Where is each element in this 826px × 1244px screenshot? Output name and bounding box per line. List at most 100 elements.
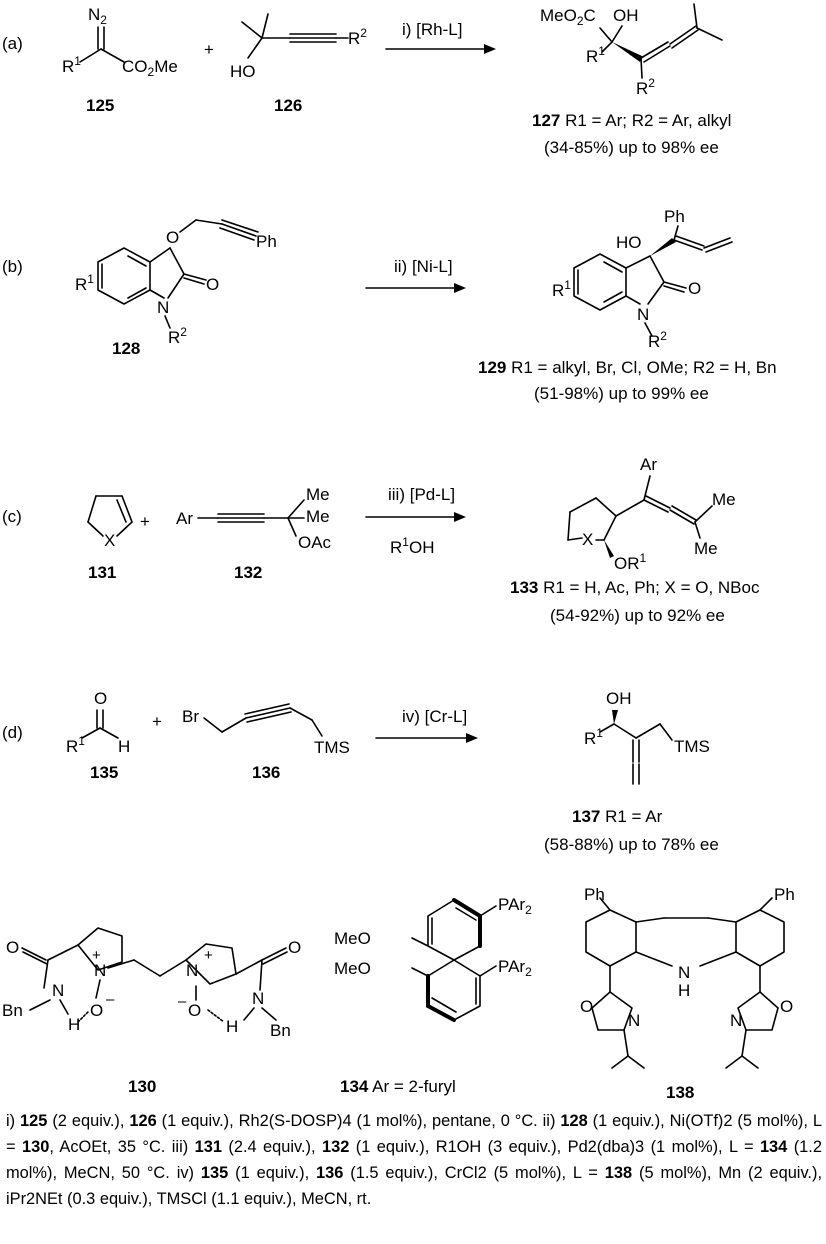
compound-132: Ar Me Me OAc 132 [176, 485, 332, 582]
svg-text:N: N [678, 963, 690, 982]
svg-text:–: – [106, 991, 115, 1008]
compound-135: O R1 H 135 [66, 689, 130, 782]
yield-c: (54-92%) up to 92% ee [550, 606, 725, 625]
svg-text:N: N [94, 961, 106, 980]
svg-text:CO2Me: CO2Me [122, 57, 178, 79]
compound-128: O N R2 R1 O Ph 128 [75, 219, 277, 358]
svg-text:O: O [288, 938, 301, 957]
svg-text:OR1: OR1 [614, 551, 647, 573]
product-133-desc: 133 R1 = H, Ac, Ph; X = O, NBoc [510, 578, 760, 597]
svg-text:R1: R1 [66, 734, 85, 756]
svg-text:Me: Me [694, 539, 718, 558]
svg-text:O: O [780, 997, 793, 1016]
svg-text:Me: Me [712, 490, 736, 509]
panel-b: (b) O N R2 R1 O Ph 128 [2, 207, 777, 403]
conditions-c: iii) [Pd-L] [388, 485, 455, 504]
svg-text:Me: Me [306, 507, 330, 526]
svg-text:MeO: MeO [334, 959, 371, 978]
svg-text:H: H [68, 1015, 80, 1034]
svg-text:R2: R2 [348, 26, 367, 48]
label-138: 138 [666, 1083, 694, 1100]
svg-text:Br: Br [182, 707, 199, 726]
plus-sign: + [204, 40, 214, 59]
svg-text:O: O [166, 228, 179, 247]
label-134: 134 Ar = 2-furyl [340, 1077, 456, 1096]
svg-text:Ph: Ph [664, 207, 685, 226]
svg-text:N: N [252, 989, 264, 1008]
yield-b: (51-98%) up to 99% ee [534, 384, 709, 403]
svg-text:O: O [188, 1001, 201, 1020]
svg-text:O: O [206, 275, 219, 294]
svg-text:N: N [730, 1011, 742, 1030]
svg-text:Ph: Ph [256, 232, 277, 251]
compound-127: MeO2C OH R1 R2 127 R1 = Ar; R2 = Ar, alk… [532, 3, 731, 157]
panel-b-label: (b) [2, 257, 23, 276]
plus-sign: + [140, 512, 150, 531]
svg-text:O: O [94, 689, 107, 708]
svg-text:–: – [178, 993, 187, 1010]
label-131: 131 [88, 563, 116, 582]
svg-text:Me: Me [306, 485, 330, 504]
svg-text:R2: R2 [648, 329, 667, 351]
ligand-130: N + O N Bn H O – N + O N Bn H O – [2, 927, 301, 1096]
reaction-conditions-footnote: i) 125 (2 equiv.), 126 (1 equiv.), Rh2(S… [6, 1112, 822, 1208]
yield-d: (58-88%) up to 78% ee [544, 835, 719, 854]
compound-129: O N R2 R1 HO Ph 129 R1 = alkyl, Br, Cl, … [478, 207, 777, 403]
svg-text:TMS: TMS [674, 737, 710, 756]
compound-125: N2 R1 CO2Me 125 [62, 5, 178, 115]
arrow-d: iv) [Cr-L] [375, 707, 478, 743]
compound-133: X OR1 Ar Me Me 133 R1 = H, Ac, Ph; X = O… [510, 455, 760, 625]
svg-text:R2: R2 [636, 76, 655, 98]
svg-text:N: N [628, 1011, 640, 1030]
arrow-c: iii) [Pd-L] R1OH [365, 485, 466, 557]
panel-d-label: (d) [2, 723, 23, 742]
svg-text:R1: R1 [62, 54, 81, 76]
panel-a: (a) N2 R1 CO2Me 125 + R2 HO 126 [2, 3, 731, 157]
svg-text:R1: R1 [586, 44, 605, 66]
panel-c-label: (c) [2, 507, 22, 526]
svg-text:PAr2: PAr2 [498, 895, 532, 917]
label-135: 135 [90, 763, 118, 782]
panel-a-label: (a) [2, 34, 23, 53]
svg-text:HO: HO [230, 62, 256, 81]
label-126: 126 [274, 96, 302, 115]
conditions-c2: R1OH [390, 535, 434, 557]
ligand-138: Ph Ph N H O N O N 138 [580, 885, 795, 1100]
svg-text:Ar: Ar [640, 455, 657, 474]
conditions-b: ii) [Ni-L] [394, 257, 453, 276]
conditions-a: i) [Rh-L] [402, 20, 462, 39]
compound-136: Br TMS 136 [182, 703, 350, 782]
svg-text:X: X [104, 531, 115, 550]
reaction-scheme: (a) N2 R1 CO2Me 125 + R2 HO 126 [2, 3, 795, 1100]
product-137-desc: 137 R1 = Ar [572, 807, 663, 826]
svg-text:H: H [226, 1017, 238, 1036]
svg-text:N2: N2 [88, 5, 107, 27]
yield-a: (34-85%) up to 98% ee [544, 138, 719, 157]
svg-text:N: N [186, 961, 198, 980]
panel-d: (d) O R1 H 135 + Br TMS 136 iv) [2, 689, 719, 854]
svg-text:X: X [582, 530, 593, 549]
svg-text:OH: OH [606, 689, 632, 708]
ligand-134: PAr2 MeO PAr2 MeO 134 Ar = 2-furyl [334, 895, 532, 1096]
arrow-b: ii) [Ni-L] [365, 257, 466, 293]
svg-text:TMS: TMS [314, 738, 350, 757]
compound-131: X 131 [87, 495, 133, 582]
svg-text:Bn: Bn [270, 1021, 291, 1040]
svg-text:+: + [92, 947, 101, 964]
svg-text:Ph: Ph [584, 885, 605, 904]
panel-c: (c) X 131 + Ar Me Me OAc 132 [2, 455, 760, 625]
svg-text:HO: HO [616, 233, 642, 252]
svg-text:N: N [637, 305, 649, 324]
svg-text:PAr2: PAr2 [498, 957, 532, 979]
svg-text:Ar: Ar [176, 509, 193, 528]
svg-text:R1: R1 [75, 272, 94, 294]
product-129-desc: 129 R1 = alkyl, Br, Cl, OMe; R2 = H, Bn [478, 358, 777, 377]
svg-text:N: N [157, 298, 169, 317]
svg-text:N: N [52, 981, 64, 1000]
label-130: 130 [128, 1077, 156, 1096]
svg-text:H: H [118, 737, 130, 756]
conditions-d: iv) [Cr-L] [402, 707, 467, 726]
svg-text:+: + [204, 947, 213, 964]
label-125: 125 [86, 96, 114, 115]
label-136: 136 [252, 763, 280, 782]
